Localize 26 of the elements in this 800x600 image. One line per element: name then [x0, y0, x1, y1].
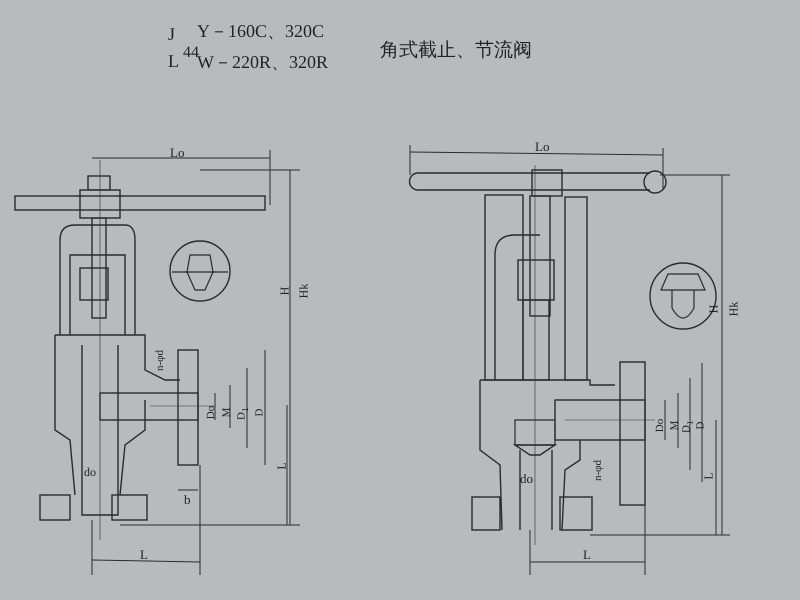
dimension-label: n-φd [155, 350, 166, 371]
dimension-label: D [695, 422, 706, 430]
model-code: Y－160C、320C [197, 22, 324, 40]
model-code: 44 [183, 45, 199, 61]
diagram-title: 角式截止、节流阀 [380, 38, 532, 63]
dimension-label: H [278, 286, 290, 296]
model-code: J [168, 25, 176, 43]
dimension-label: M [221, 408, 232, 418]
dimension-label: H [707, 304, 720, 314]
dimension-label: b [184, 493, 190, 506]
dimension-label: Lo [170, 146, 184, 159]
dimension-label: L [702, 472, 715, 480]
dimension-label: D [254, 408, 266, 416]
dimension-label: L [140, 548, 148, 561]
dimension-label: do [520, 472, 533, 485]
dimension-label: Lo [535, 140, 550, 153]
dimension-label: Hk [297, 284, 310, 298]
dimension-label: Hk [727, 302, 740, 316]
dimension-label: L [276, 462, 288, 470]
dimension-label: M [669, 420, 680, 430]
dimension-label: n-φd [593, 460, 604, 481]
dimension-label: do [84, 466, 96, 478]
dimension-label: Do [206, 406, 218, 420]
dimension-label: Do [655, 418, 666, 432]
model-code: L [168, 52, 179, 70]
dimension-label: L [583, 548, 591, 561]
